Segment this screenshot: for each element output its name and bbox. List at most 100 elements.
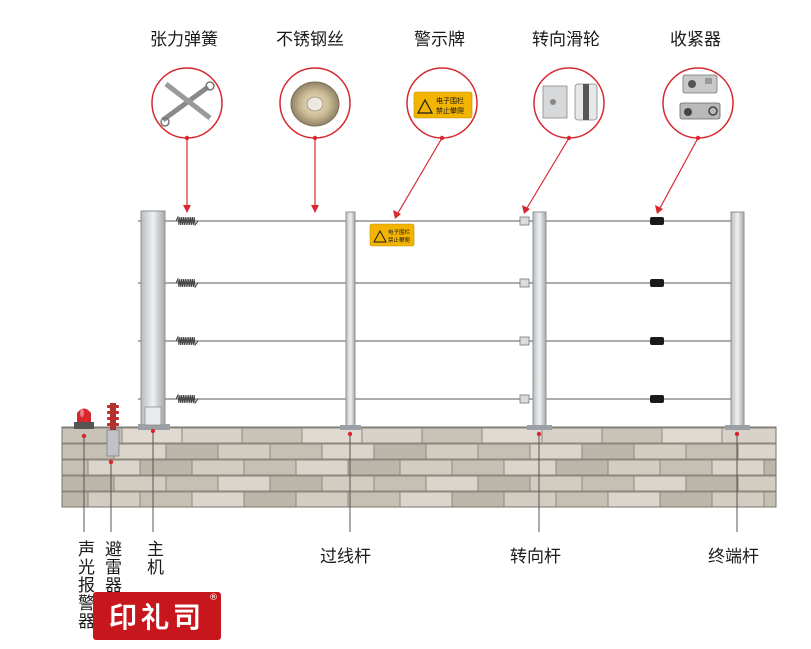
brick (529, 443, 583, 460)
brick (581, 443, 635, 460)
brick (711, 491, 765, 508)
brick (477, 443, 531, 460)
brick (503, 491, 557, 508)
pass-pole (340, 211, 361, 430)
sign-line-1: 电子围栏 (388, 228, 411, 236)
brick (737, 443, 777, 460)
brick (191, 459, 245, 476)
brick (61, 475, 115, 492)
capstone (481, 427, 543, 444)
brand-seal-text: 印礼司 (108, 601, 205, 634)
brick (451, 491, 505, 508)
capstone (661, 427, 723, 444)
spring-coil (175, 215, 199, 227)
callout-pulley (533, 67, 605, 139)
label-steel-wire: 不锈钢丝 (276, 30, 344, 50)
label-host: 主机 (143, 540, 163, 576)
callout-sign-line-2: 禁止攀爬 (436, 106, 464, 115)
label-tightener: 收紧器 (670, 30, 721, 50)
brick (555, 491, 609, 508)
brick (685, 475, 739, 492)
brick (633, 475, 687, 492)
label-alarm: 声光报警器 (74, 540, 94, 630)
capstone (361, 427, 423, 444)
label-end-pole: 终端杆 (708, 547, 759, 567)
brick (191, 491, 245, 508)
spring-coil (175, 277, 199, 289)
brick (217, 475, 271, 492)
warning-sign: 电子围栏 禁止攀爬 (369, 223, 415, 247)
tension-springs (175, 215, 199, 405)
label-tension-spring: 张力弹簧 (150, 30, 218, 50)
brick (347, 459, 401, 476)
brick (581, 475, 635, 492)
brick (659, 491, 713, 508)
brick (763, 459, 777, 476)
end-pole (725, 211, 750, 430)
brick (555, 459, 609, 476)
capstone (601, 427, 663, 444)
label-warning-sign: 警示牌 (414, 30, 465, 50)
brick (243, 491, 297, 508)
brick (113, 443, 167, 460)
brick (451, 459, 505, 476)
brick (165, 443, 219, 460)
brick (477, 475, 531, 492)
label-pass-pole: 过线杆 (320, 547, 371, 567)
brick (399, 459, 453, 476)
brick (321, 443, 375, 460)
callout-steel-wire (279, 67, 351, 139)
brick (347, 491, 401, 508)
sound-light-alarm (74, 408, 94, 429)
brick (217, 443, 271, 460)
capstone (721, 427, 777, 444)
callout-spring (151, 67, 223, 139)
capstone (301, 427, 363, 444)
bottom-leaders (81, 428, 740, 532)
brick (269, 475, 323, 492)
steel-wires (138, 220, 742, 400)
callout-tightener (662, 67, 734, 139)
brick (659, 459, 713, 476)
brick (61, 443, 115, 460)
brick (165, 475, 219, 492)
capstone (541, 427, 603, 444)
brick (373, 475, 427, 492)
label-arrester: 避雷器 (101, 540, 121, 594)
brick (763, 491, 777, 508)
capstone (421, 427, 483, 444)
brick (113, 475, 167, 492)
capstone (181, 427, 243, 444)
brick (139, 459, 193, 476)
brick (87, 491, 141, 508)
brick (633, 443, 687, 460)
brick (373, 443, 427, 460)
capstone (241, 427, 303, 444)
turn-pulleys (519, 216, 530, 404)
brick (711, 459, 765, 476)
brick (139, 491, 193, 508)
brick (503, 459, 557, 476)
brand-seal: 印礼司 ® (93, 592, 221, 640)
turn-pole (527, 211, 552, 430)
brick-wall (61, 426, 777, 508)
brick (607, 491, 661, 508)
host-pole (138, 210, 170, 430)
sign-line-2: 禁止攀爬 (388, 236, 411, 244)
callout-sign-line-1: 电子围栏 (436, 96, 464, 105)
lightning-arrester (106, 403, 120, 457)
leader-lines (183, 135, 701, 219)
brick (685, 443, 739, 460)
brick (737, 475, 777, 492)
brick (243, 459, 297, 476)
registered-mark: ® (209, 593, 218, 603)
brick (529, 475, 583, 492)
brick (607, 459, 661, 476)
brick (399, 491, 453, 508)
brick (87, 459, 141, 476)
spring-coil (175, 393, 199, 405)
spring-coil (175, 335, 199, 347)
tighteners (650, 217, 664, 403)
brick (295, 491, 349, 508)
